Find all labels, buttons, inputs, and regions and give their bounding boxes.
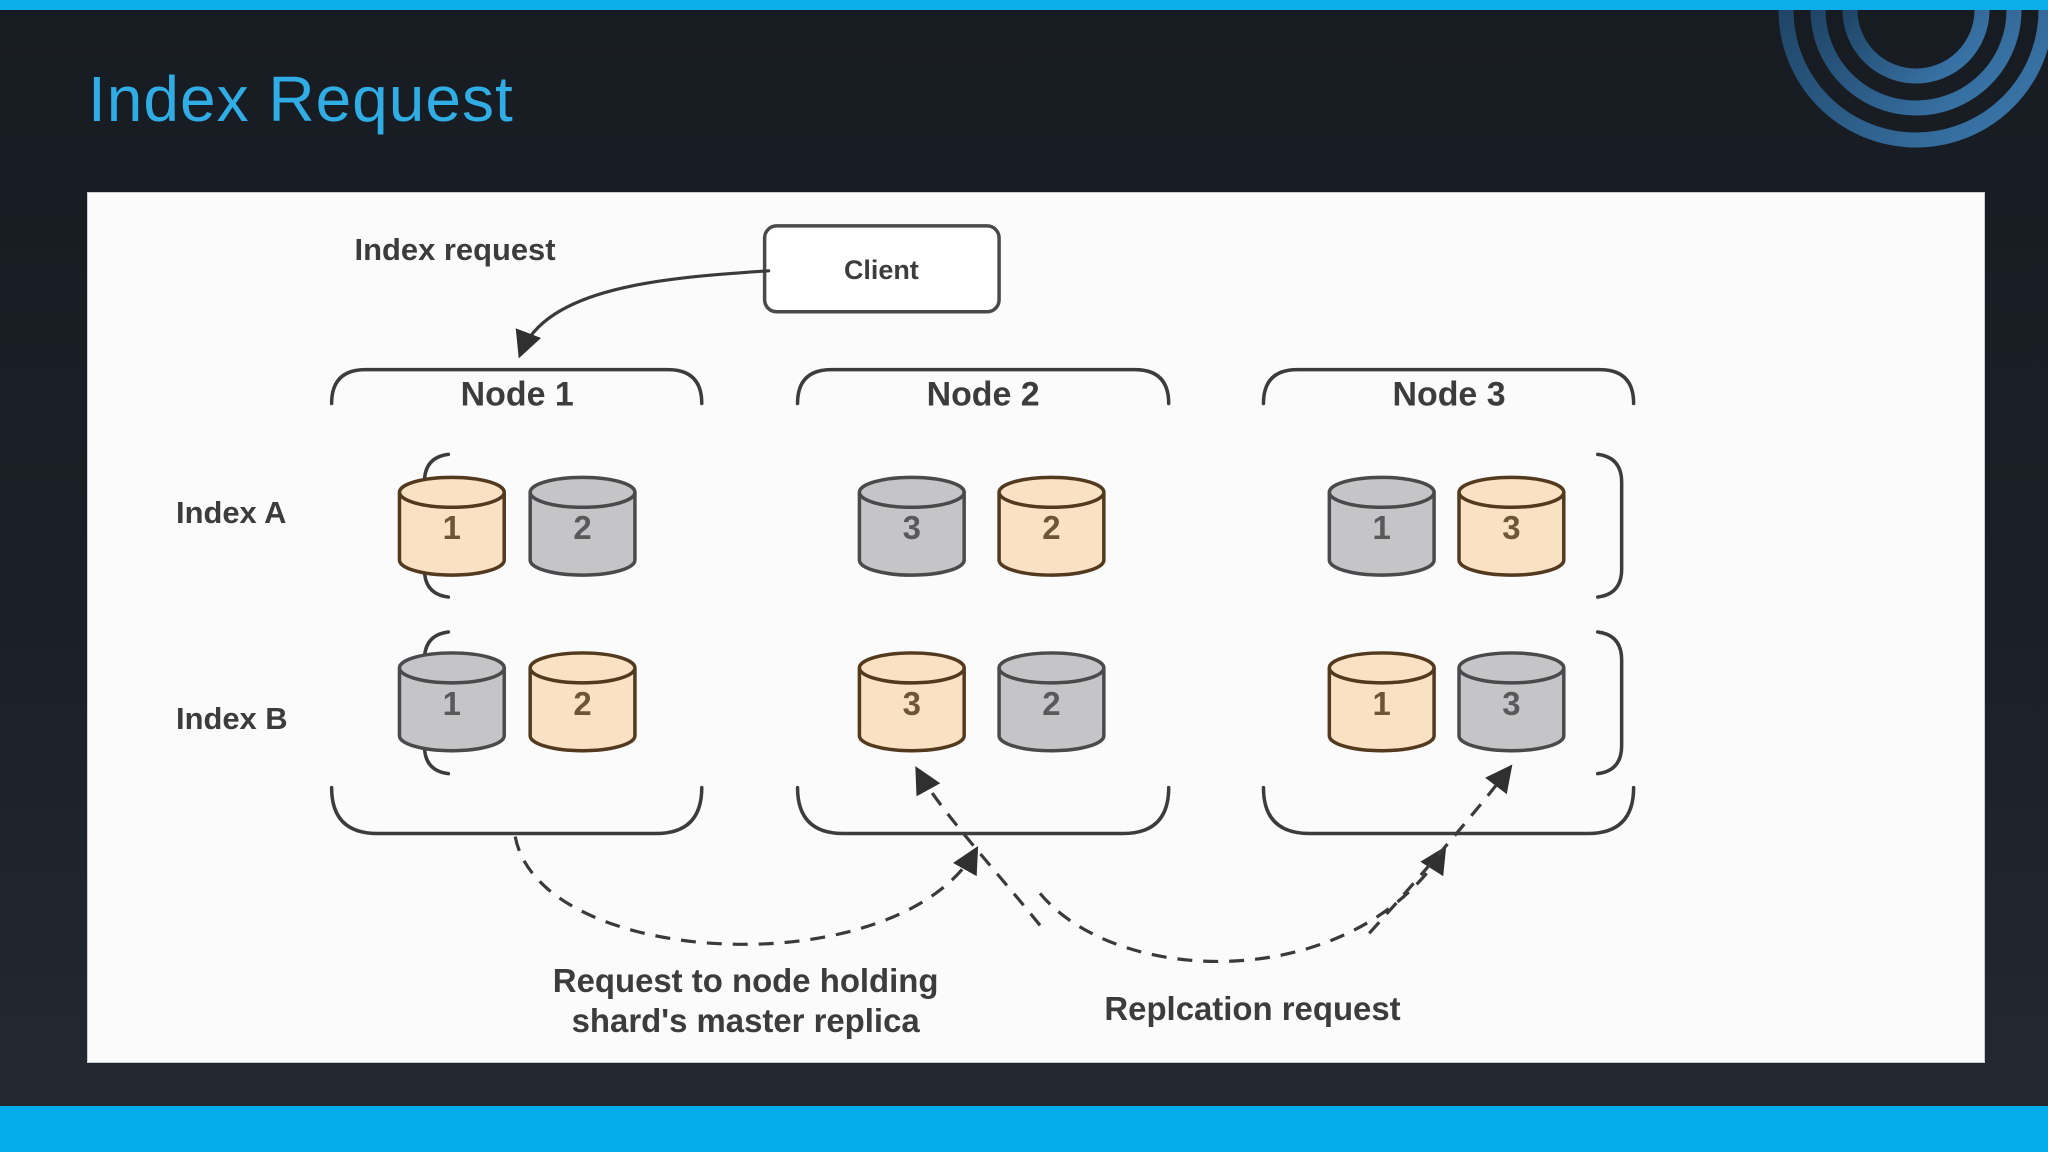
node-2: Node 2 (795, 367, 1171, 836)
primary-request-caption-line1: Request to node holding (553, 962, 939, 999)
diagram-panel: Index request Client Node 1 Node 2 Node … (87, 192, 1985, 1063)
node-3: Node 3 (1261, 367, 1636, 836)
shard-number: 2 (1042, 685, 1060, 722)
ring-inner-circle (1842, 0, 1990, 84)
node3-label: Node 3 (1393, 376, 1506, 414)
shard-number: 2 (573, 509, 591, 546)
replication-caption: Replcation request (1104, 990, 1400, 1027)
shard-number: 1 (443, 685, 461, 722)
ring-outer-circle (1778, 0, 2048, 148)
shard-number: 1 (1373, 509, 1391, 546)
node3-top-bracket (1261, 367, 1636, 406)
node2-bottom-bracket (795, 785, 1171, 836)
client-to-node1-arrow (515, 269, 771, 359)
shard-number: 1 (1373, 685, 1391, 722)
bottom-accent-bar (0, 1106, 2048, 1152)
index-a-label: Index A (176, 495, 286, 530)
top-accent-bar (0, 0, 2048, 10)
client-box: Client (762, 224, 1001, 314)
index-b-label: Index B (176, 701, 288, 736)
concentric-rings-logo (1778, 0, 2048, 148)
shard-number: 2 (1042, 509, 1060, 546)
node1-top-bracket (329, 367, 704, 406)
shard-number: 3 (903, 509, 921, 546)
replication-to-shard-arrow (1368, 764, 1513, 935)
shard-number: 1 (443, 509, 461, 546)
node2-top-bracket (795, 367, 1171, 406)
node2-label: Node 2 (927, 376, 1040, 414)
index-request-diagram: Index request Client Node 1 Node 2 Node … (176, 224, 1636, 1039)
primary-request-arc (513, 836, 979, 946)
replication-arc (1038, 846, 1447, 963)
index-b-right-bracket (1595, 630, 1624, 776)
index-b-row: Index B 1 2 3 2 1 3 (176, 630, 1624, 776)
slide-title: Index Request (88, 63, 514, 135)
shard-number: 3 (1502, 685, 1520, 722)
node1-label: Node 1 (461, 376, 574, 414)
node-1: Node 1 (329, 367, 704, 836)
primary-request-to-shard-arrow (915, 766, 1042, 927)
shard-number: 2 (573, 685, 591, 722)
index-a-row: Index A 1 2 3 2 1 3 (176, 452, 1624, 599)
client-box-outline (762, 224, 1001, 314)
index-a-right-bracket (1595, 452, 1624, 599)
shard-number: 3 (903, 685, 921, 722)
index-request-label: Index request (355, 232, 556, 267)
shard-number: 3 (1502, 509, 1520, 546)
ring-middle-circle (1810, 0, 2022, 116)
node3-bottom-bracket (1261, 785, 1636, 836)
client-box-label: Client (844, 255, 919, 285)
primary-request-caption-line2: shard's master replica (572, 1002, 921, 1039)
node1-bottom-bracket (329, 785, 704, 836)
